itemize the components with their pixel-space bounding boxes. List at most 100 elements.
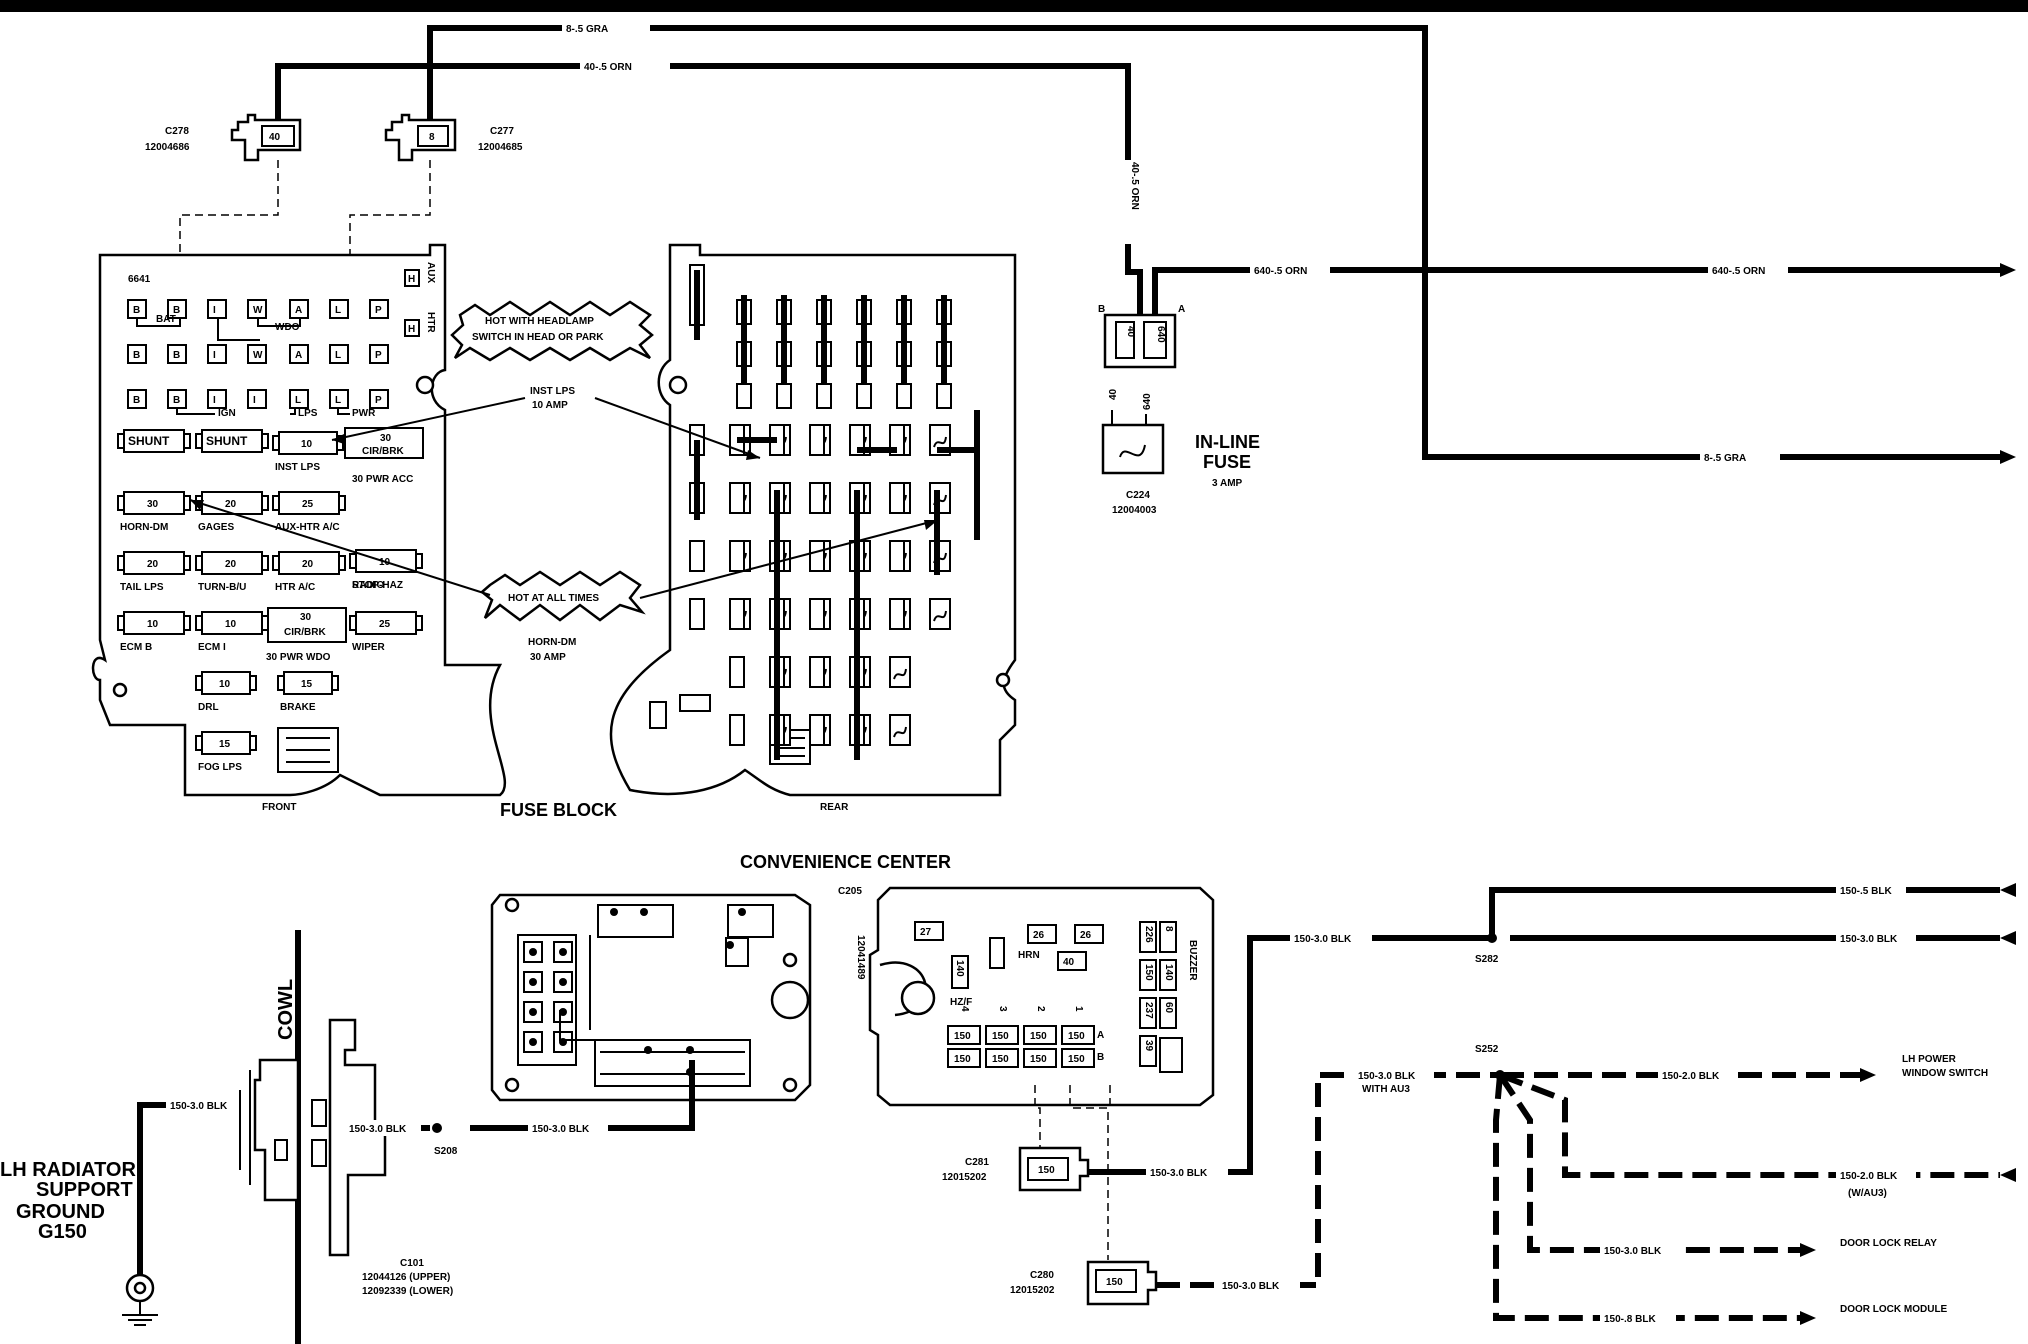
- rear-terminal: [689, 598, 705, 630]
- connector-part: 12004685: [478, 142, 523, 153]
- terminal-pin: [369, 344, 389, 364]
- pin-label: 8: [429, 132, 435, 143]
- cowl-label: COWL: [275, 979, 297, 1040]
- callout-text: SWITCH IN HEAD OR PARK: [472, 332, 604, 343]
- convenience-center-right: 27 26 26 40 HRN 140 HZ/F 226150237398140…: [868, 886, 1215, 1107]
- pin-a-label: A: [1178, 304, 1185, 315]
- lh-window-label: LH POWER: [1902, 1054, 1957, 1065]
- wire-label: (W/AU3): [1848, 1188, 1887, 1199]
- fuse-label: AUX-HTR A/C: [275, 522, 340, 533]
- side-terminal: [1159, 921, 1177, 953]
- connector-name: C205: [838, 886, 862, 897]
- fuse-label: TAIL LPS: [120, 582, 164, 593]
- connector-name: C277: [490, 126, 514, 137]
- hzf-label: HZ/F: [950, 997, 972, 1008]
- wire-label: 40-.5 ORN: [1129, 162, 1140, 210]
- wire-label: 150-3.0 BLK: [1222, 1281, 1280, 1292]
- wire-label: 150-3.0 BLK: [1358, 1071, 1416, 1082]
- wire-label: 150-3.0 BLK: [349, 1124, 407, 1135]
- wire-label: 40-.5 ORN: [584, 62, 632, 73]
- terminal-pin: [247, 344, 267, 364]
- terminal-pin: [127, 344, 147, 364]
- relay-label: 40: [1063, 957, 1075, 968]
- relay-label: 26: [1033, 930, 1045, 941]
- fuse-label: FOG LPS: [198, 762, 242, 773]
- side-pin-label: 140: [1163, 964, 1174, 981]
- buzzer-label: BUZZER: [1187, 940, 1198, 981]
- inline-fuse-title: FUSE: [1203, 452, 1251, 472]
- fuse-label: DRL: [198, 702, 219, 713]
- fuse-150: [1061, 1025, 1095, 1045]
- fuse-150: [947, 1048, 981, 1068]
- terminal-pin-label: B: [133, 305, 140, 316]
- row-label-b: B: [1097, 1052, 1104, 1063]
- fuse-amp: 150: [1030, 1031, 1047, 1042]
- callout-text: 30 AMP: [530, 652, 566, 663]
- wire-150-s208: 150-3.0 BLK S208 150-3.0 BLK: [345, 1060, 695, 1157]
- door-module-label: DOOR LOCK MODULE: [1840, 1304, 1948, 1315]
- rear-terminal: [729, 656, 745, 688]
- fuse-amp: 15: [219, 739, 231, 750]
- side-pin-label: 39: [1143, 1040, 1154, 1052]
- fuse: [278, 431, 338, 455]
- terminal-pin: [167, 344, 187, 364]
- inline-fuse-rating: 3 AMP: [1212, 478, 1243, 489]
- connector-name: C278: [165, 126, 189, 137]
- ground-label: SUPPORT: [36, 1179, 133, 1201]
- column-label: 3: [997, 1006, 1008, 1012]
- terminal-pin-label: I: [213, 305, 216, 316]
- wire-640-orn: 640-.5 ORN 640-.5 ORN: [1152, 262, 2016, 320]
- rear-terminal: [809, 598, 825, 630]
- terminal-pin-label: B: [173, 395, 180, 406]
- terminal-pin-label: L: [335, 395, 341, 406]
- top-border: [0, 0, 2028, 12]
- fuse-label: RADIO: [352, 580, 384, 591]
- terminal-pin-label: P: [375, 305, 382, 316]
- fuse-amp: 20: [147, 559, 159, 570]
- rear-terminal: [889, 482, 905, 514]
- fuse-label: CIR/BRK: [362, 446, 404, 457]
- fuse: [278, 551, 340, 575]
- connector-name: C101: [400, 1258, 424, 1269]
- terminal-pin-label: B: [133, 395, 140, 406]
- terminal-pin: [329, 344, 349, 364]
- fuse-150: [1023, 1025, 1057, 1045]
- callout-text: HOT AT ALL TIMES: [508, 593, 599, 604]
- callout-text: HOT WITH HEADLAMP: [485, 316, 594, 327]
- fuse: [123, 429, 185, 453]
- callout-text: HORN-DM: [528, 637, 576, 648]
- fuse-150: [985, 1025, 1019, 1045]
- wire-label: 150-3.0 BLK: [1604, 1246, 1662, 1257]
- fuse-amp: 20: [225, 559, 237, 570]
- rear-terminal: [816, 383, 832, 409]
- fuse-150: [1061, 1048, 1095, 1068]
- fuse-amp: 10: [147, 619, 159, 630]
- wire-label: WITH AU3: [1362, 1084, 1410, 1095]
- relay-label: 26: [1080, 930, 1092, 941]
- callout-hot-all-times: HOT AT ALL TIMES HORN-DM 30 AMP: [189, 499, 939, 663]
- fuse: [123, 611, 185, 635]
- terminal-pin-label: I: [213, 395, 216, 406]
- bus-label-pwr: PWR: [352, 408, 376, 419]
- ground-label: G150: [38, 1221, 87, 1243]
- wire-label: 150-3.0 BLK: [1294, 934, 1352, 945]
- callout-text: 10 AMP: [532, 400, 568, 411]
- fuse: [201, 611, 263, 635]
- splice-label: S282: [1475, 954, 1499, 965]
- connector-part: 12044126 (UPPER): [362, 1272, 450, 1283]
- connector-c277: 8 C277 12004685: [384, 113, 523, 162]
- terminal-pin-label: L: [295, 395, 301, 406]
- terminal-pin-label: W: [253, 350, 263, 361]
- side-terminal: [1139, 959, 1157, 991]
- aux-pin: H: [408, 274, 415, 285]
- fuse-pin: 640: [1142, 393, 1153, 410]
- fuse-amp: 150: [954, 1031, 971, 1042]
- lh-window-label: WINDOW SWITCH: [1902, 1068, 1988, 1079]
- fuse-label: TURN-B/U: [198, 582, 246, 593]
- fuse: [201, 731, 251, 755]
- fuse-label: BRAKE: [280, 702, 316, 713]
- pin-label: 150: [1106, 1277, 1123, 1288]
- wire-label: 150-.8 BLK: [1604, 1314, 1656, 1325]
